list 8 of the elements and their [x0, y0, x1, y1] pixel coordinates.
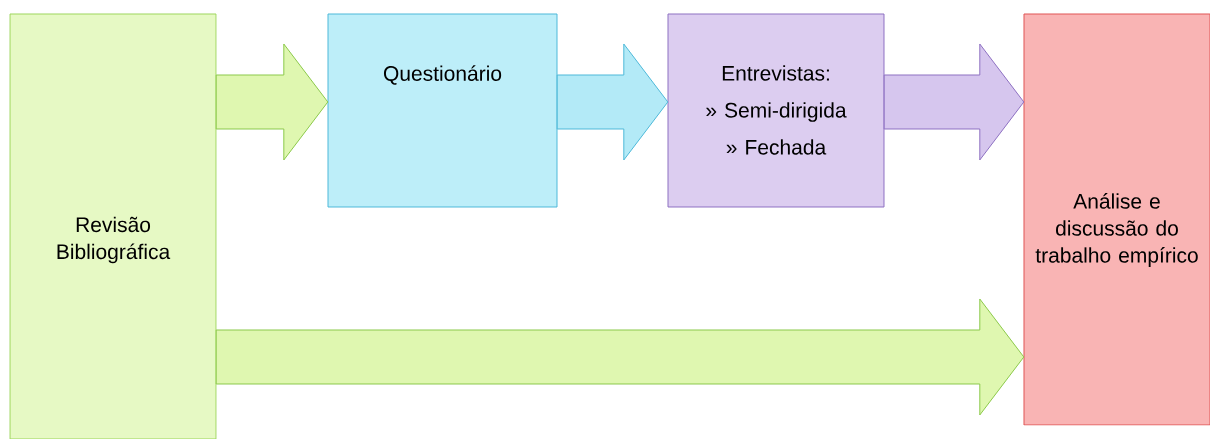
block-arrow: [215, 298, 1025, 416]
process-box: Revisão Bibliográfica: [9, 13, 217, 439]
process-box: Questionário: [327, 13, 558, 208]
block-arrow: [883, 43, 1025, 161]
block-arrow: [556, 43, 669, 161]
process-box: Análise e discussão do trabalho empírico: [1023, 13, 1210, 426]
block-arrow: [215, 43, 329, 161]
process-box: Entrevistas: » Semi-dirigida » Fechada: [667, 13, 885, 208]
